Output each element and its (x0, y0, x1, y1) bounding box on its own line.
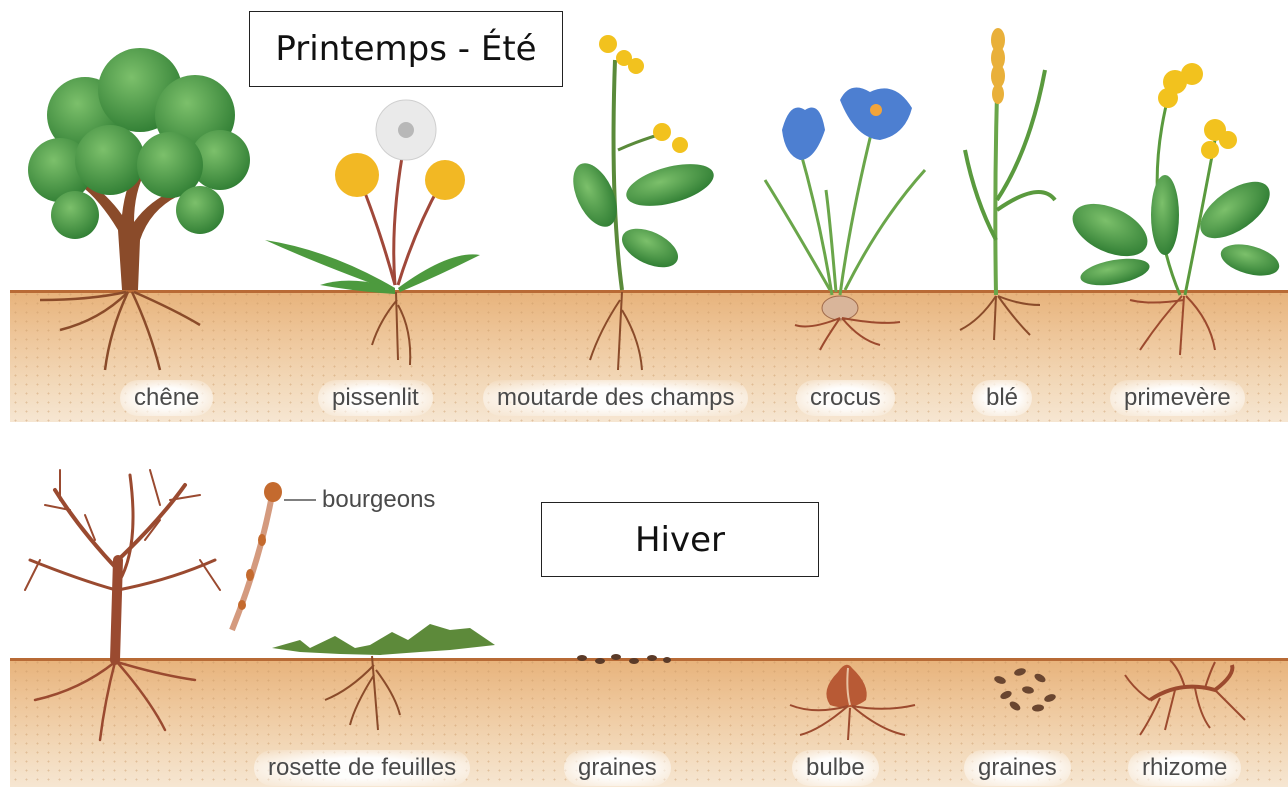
bud-twig-icon (229, 482, 316, 632)
bulb-icon (789, 664, 916, 741)
label-leaf-rosette: rosette de feuilles (254, 750, 471, 786)
label-oak: chêne (120, 380, 214, 416)
seeds-icon (994, 668, 1056, 712)
label-primrose: primevère (1110, 380, 1245, 416)
label-crocus: crocus (796, 380, 895, 416)
label-wheat: blé (972, 380, 1033, 416)
label-bulb: bulbe (792, 750, 879, 786)
label-seeds-underground: graines (964, 750, 1071, 786)
primrose-icon (1072, 63, 1280, 356)
bare-tree-icon (24, 469, 221, 742)
label-rhizome: rhizome (1128, 750, 1242, 786)
dandelion-icon (265, 99, 480, 366)
mustard-icon (573, 35, 714, 371)
annotation-buds: bourgeons (322, 486, 436, 513)
season-title-summer: Printemps - Été (249, 11, 563, 87)
leaf-rosette-icon (272, 624, 495, 731)
label-dandelion: pissenlit (318, 380, 433, 416)
label-seeds-surface: graines (564, 750, 671, 786)
oak-tree-icon (28, 48, 250, 371)
crocus-icon (763, 87, 927, 351)
soil-summer (10, 290, 1288, 422)
rhizome-icon (1124, 659, 1246, 736)
wheat-icon (959, 28, 1057, 341)
seeds-icon (577, 654, 671, 664)
label-mustard: moutarde des champs (483, 380, 749, 416)
season-title-winter: Hiver (541, 502, 819, 577)
